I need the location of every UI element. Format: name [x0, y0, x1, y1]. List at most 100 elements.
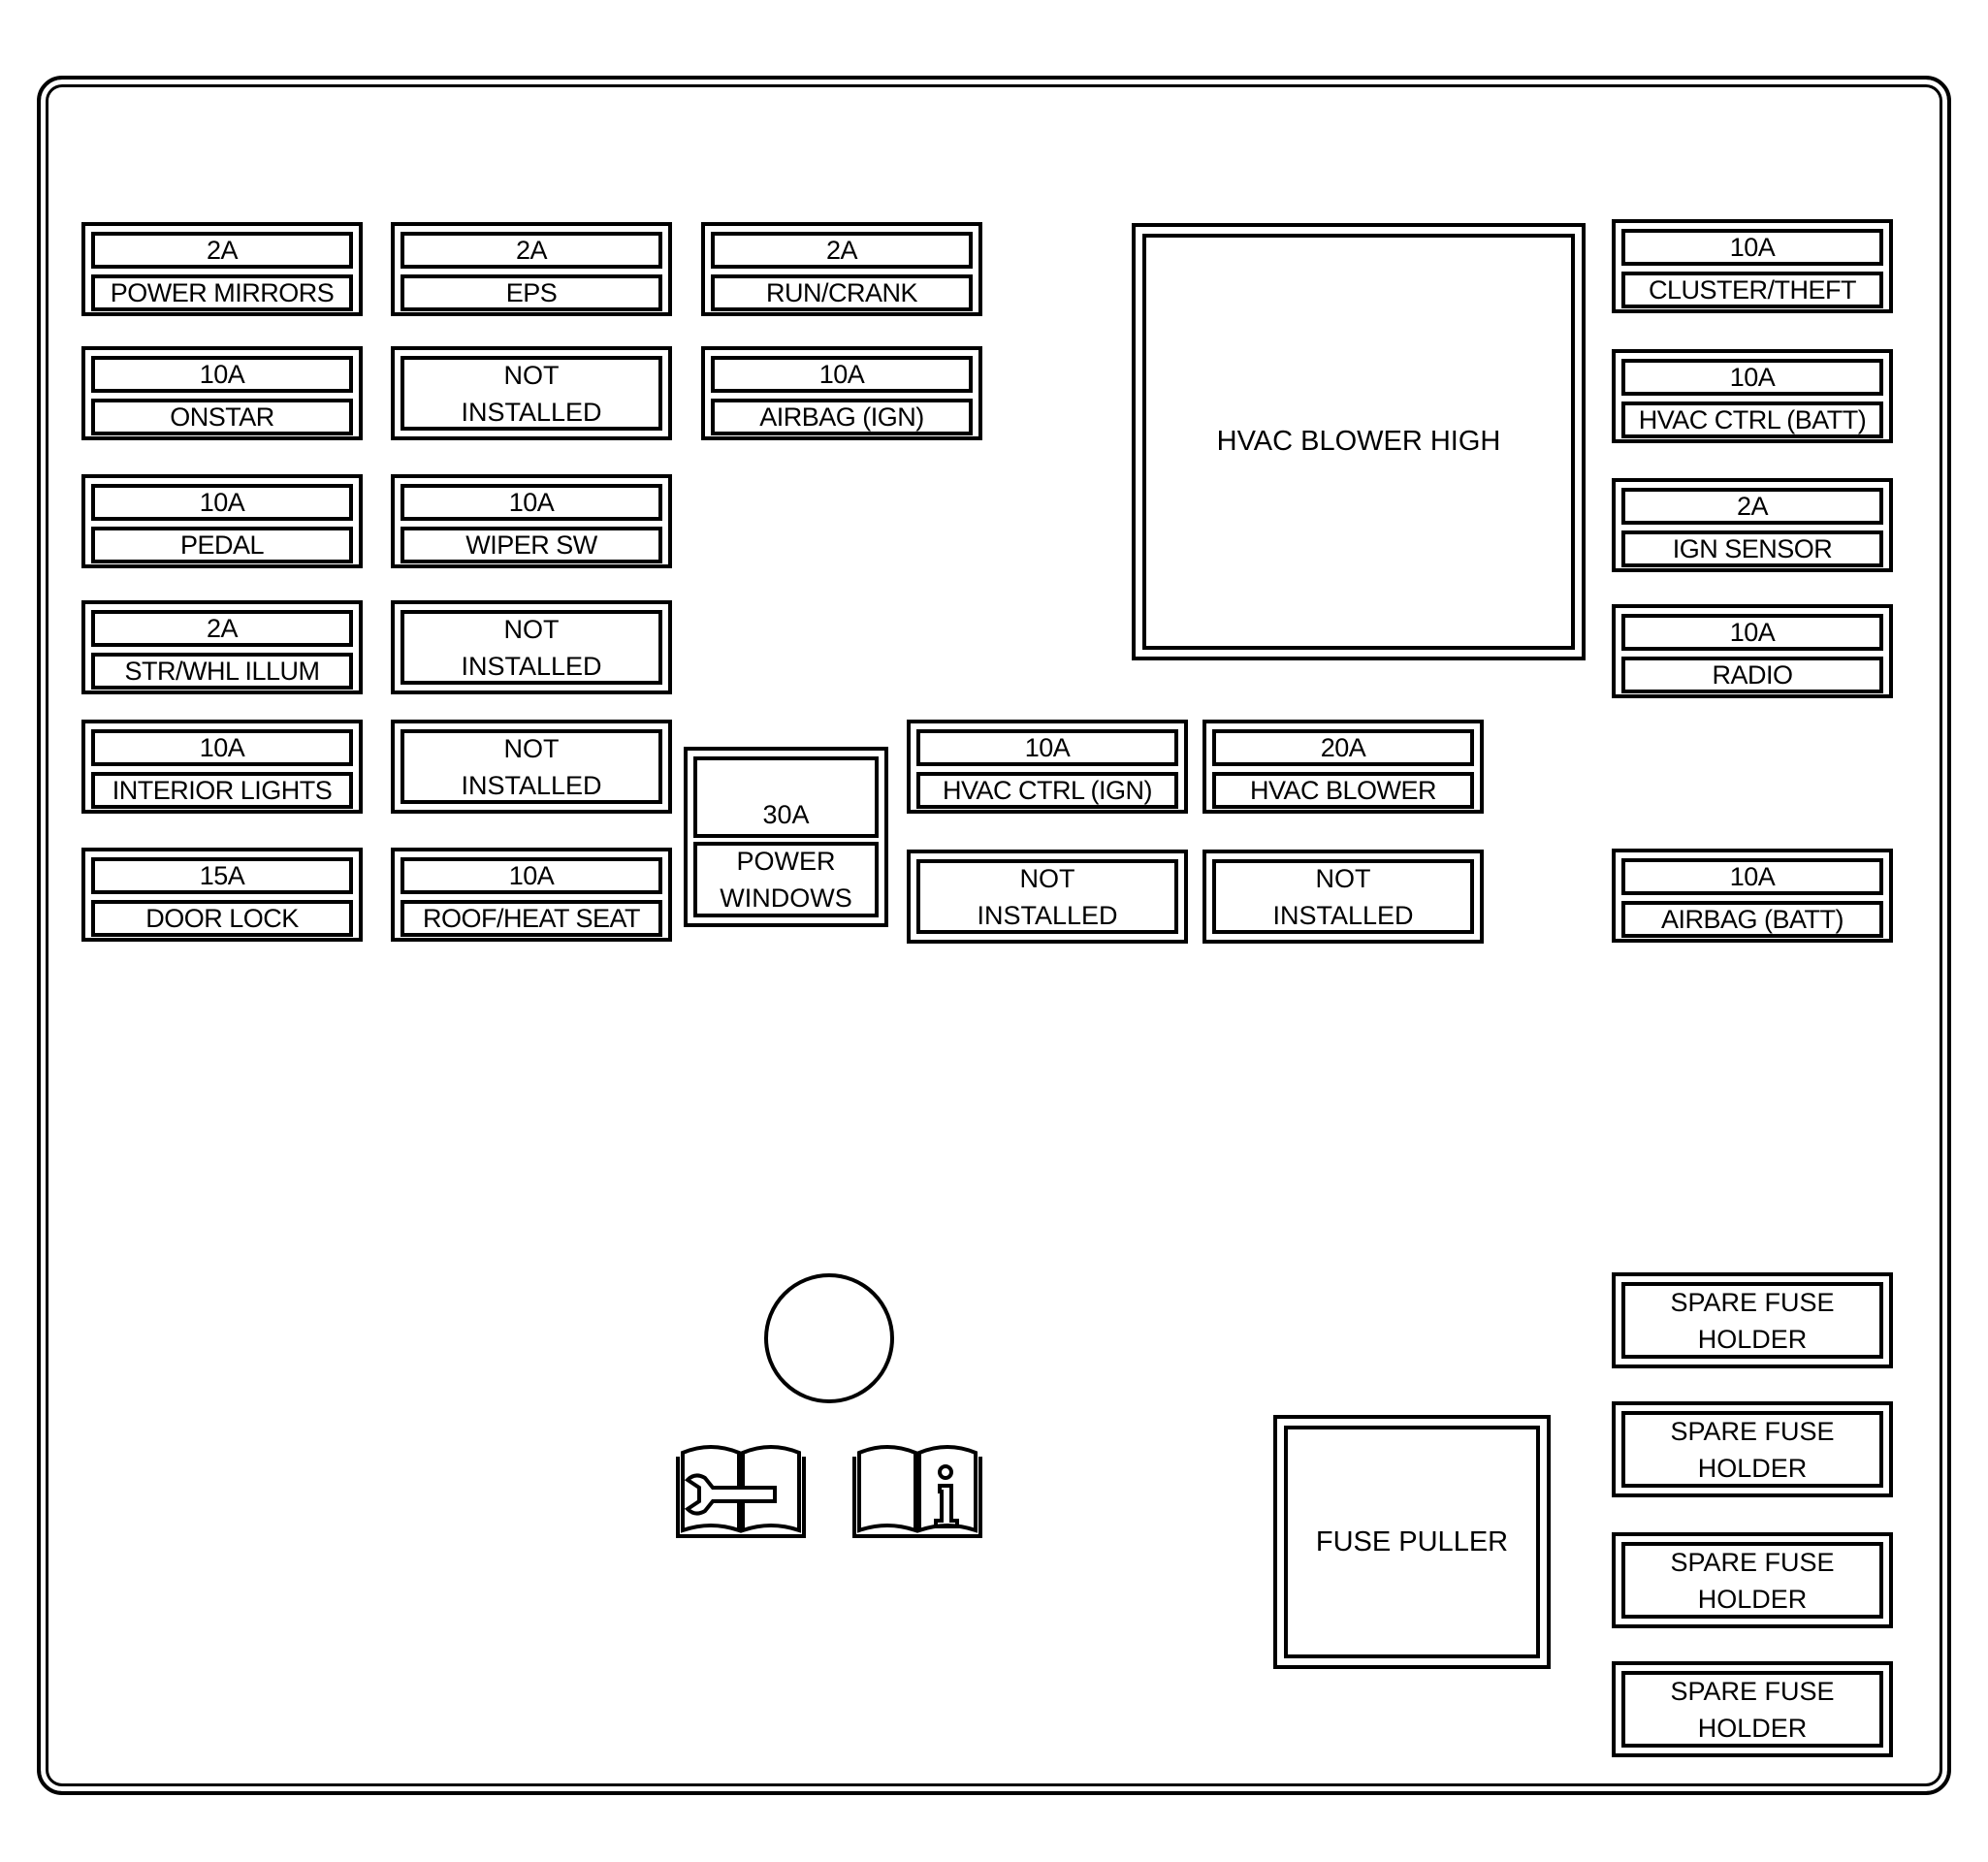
not-installed-line1: NOT — [1315, 863, 1371, 893]
fuse-onstar: 10A ONSTAR — [81, 346, 363, 440]
fuse-label: WIPER SW — [401, 527, 662, 563]
fuse-label: RADIO — [1621, 657, 1883, 693]
fuse-label: ONSTAR — [91, 399, 353, 435]
spare-line1: SPARE FUSE — [1670, 1676, 1835, 1706]
fuse-slot-not-installed: NOT INSTALLED — [907, 850, 1188, 944]
fuse-amperage: 15A — [91, 857, 353, 894]
spare-fuse-holder: SPARE FUSE HOLDER — [1612, 1661, 1893, 1757]
fuse-amperage: 2A — [91, 232, 353, 269]
fuse-label: AIRBAG (IGN) — [711, 399, 973, 435]
fuse-ign-sensor: 2A IGN SENSOR — [1612, 478, 1893, 572]
fuse-amperage: 20A — [1212, 729, 1474, 766]
fuse-hvac-ctrl-batt: 10A HVAC CTRL (BATT) — [1612, 349, 1893, 443]
relay-hvac-blower-high: HVAC BLOWER HIGH — [1132, 223, 1586, 660]
fuse-roof-heat-seat: 10A ROOF/HEAT SEAT — [391, 848, 672, 942]
fuse-cluster-theft: 10A CLUSTER/THEFT — [1612, 219, 1893, 313]
fuse-amperage: 10A — [1621, 229, 1883, 266]
spare-fuse-holder-label: SPARE FUSE HOLDER — [1621, 1671, 1883, 1748]
fuse-label: HVAC BLOWER — [1212, 772, 1474, 809]
spare-line1: SPARE FUSE — [1670, 1547, 1835, 1577]
not-installed-line1: NOT — [503, 614, 560, 644]
fuse-label: PEDAL — [91, 527, 353, 563]
spare-line1: SPARE FUSE — [1670, 1416, 1835, 1446]
spare-fuse-holder-label: SPARE FUSE HOLDER — [1621, 1411, 1883, 1488]
fuse-label: DOOR LOCK — [91, 900, 353, 937]
fuse-run-crank: 2A RUN/CRANK — [701, 222, 982, 316]
power-windows-line2: WINDOWS — [720, 883, 852, 913]
not-installed-line2: INSTALLED — [461, 651, 602, 681]
spare-fuse-holder-label: SPARE FUSE HOLDER — [1621, 1542, 1883, 1619]
spare-fuse-holder-label: SPARE FUSE HOLDER — [1621, 1282, 1883, 1359]
fuse-slot-not-installed: NOT INSTALLED — [391, 600, 672, 694]
fuse-airbag-ign: 10A AIRBAG (IGN) — [701, 346, 982, 440]
fuse-puller-label: FUSE PULLER — [1284, 1426, 1540, 1658]
not-installed-line1: NOT — [1019, 863, 1075, 893]
fuse-slot-not-installed: NOT INSTALLED — [391, 346, 672, 440]
not-installed-label: NOT INSTALLED — [401, 729, 662, 804]
fuse-hvac-ctrl-ign: 10A HVAC CTRL (IGN) — [907, 720, 1188, 814]
not-installed-line2: INSTALLED — [1272, 900, 1414, 930]
fuse-amperage: 10A — [1621, 858, 1883, 895]
fuse-label: HVAC CTRL (IGN) — [916, 772, 1178, 809]
fuse-radio: 10A RADIO — [1612, 604, 1893, 698]
not-installed-line2: INSTALLED — [461, 770, 602, 800]
fuse-amperage: 10A — [916, 729, 1178, 766]
fuse-amperage: 10A — [1621, 359, 1883, 396]
spare-line2: HOLDER — [1697, 1453, 1808, 1483]
fuse-amperage: 10A — [91, 356, 353, 393]
fuse-power-mirrors: 2A POWER MIRRORS — [81, 222, 363, 316]
fuse-eps: 2A EPS — [391, 222, 672, 316]
not-installed-line1: NOT — [503, 360, 560, 390]
fuse-wiper-sw: 10A WIPER SW — [391, 474, 672, 568]
fuse-amperage: 2A — [711, 232, 973, 269]
fuse-airbag-batt: 10A AIRBAG (BATT) — [1612, 849, 1893, 943]
spare-line1: SPARE FUSE — [1670, 1287, 1835, 1317]
fuse-label: CLUSTER/THEFT — [1621, 272, 1883, 308]
fuse-amperage: 10A — [401, 484, 662, 521]
service-manual-wrench-icon — [676, 1445, 806, 1538]
fuse-label: HVAC CTRL (BATT) — [1621, 401, 1883, 438]
fuse-puller: FUSE PULLER — [1273, 1415, 1551, 1669]
not-installed-line1: NOT — [503, 733, 560, 763]
fuse-amperage: 10A — [91, 729, 353, 766]
spare-fuse-holder: SPARE FUSE HOLDER — [1612, 1401, 1893, 1497]
spare-line2: HOLDER — [1697, 1324, 1808, 1354]
fuse-label: AIRBAG (BATT) — [1621, 901, 1883, 938]
fuse-amperage: 10A — [1621, 614, 1883, 651]
fuse-power-windows: 30A POWER WINDOWS — [684, 747, 888, 927]
spare-fuse-holder: SPARE FUSE HOLDER — [1612, 1532, 1893, 1628]
not-installed-label: NOT INSTALLED — [401, 610, 662, 685]
fuse-label: POWER MIRRORS — [91, 274, 353, 311]
fuse-label: POWER WINDOWS — [693, 842, 879, 917]
fuse-label: STR/WHL ILLUM — [91, 653, 353, 690]
spare-line2: HOLDER — [1697, 1713, 1808, 1743]
fuse-label: INTERIOR LIGHTS — [91, 772, 353, 809]
fuse-hvac-blower: 20A HVAC BLOWER — [1202, 720, 1484, 814]
relay-label: HVAC BLOWER HIGH — [1142, 234, 1575, 650]
fuse-pedal: 10A PEDAL — [81, 474, 363, 568]
not-installed-line2: INSTALLED — [977, 900, 1118, 930]
fuse-block-outline — [37, 76, 1951, 1795]
not-installed-label: NOT INSTALLED — [1212, 859, 1474, 934]
fuse-amperage: 10A — [91, 484, 353, 521]
fuse-amperage: 2A — [1621, 488, 1883, 525]
fuse-label: EPS — [401, 274, 662, 311]
spare-fuse-holder: SPARE FUSE HOLDER — [1612, 1272, 1893, 1368]
mounting-hole-circle — [764, 1273, 894, 1403]
fuse-label: IGN SENSOR — [1621, 530, 1883, 567]
fuse-amperage: 2A — [401, 232, 662, 269]
fuse-slot-not-installed: NOT INSTALLED — [391, 720, 672, 814]
spare-line2: HOLDER — [1697, 1584, 1808, 1614]
fuse-door-lock: 15A DOOR LOCK — [81, 848, 363, 942]
fuse-slot-not-installed: NOT INSTALLED — [1202, 850, 1484, 944]
not-installed-label: NOT INSTALLED — [401, 356, 662, 431]
owner-manual-info-icon — [852, 1445, 982, 1538]
not-installed-line2: INSTALLED — [461, 397, 602, 427]
power-windows-line1: POWER — [736, 847, 836, 876]
fuse-amperage: 30A — [693, 756, 879, 838]
fuse-amperage: 10A — [401, 857, 662, 894]
fuse-label: RUN/CRANK — [711, 274, 973, 311]
fuse-amperage: 10A — [711, 356, 973, 393]
fuse-interior-lights: 10A INTERIOR LIGHTS — [81, 720, 363, 814]
